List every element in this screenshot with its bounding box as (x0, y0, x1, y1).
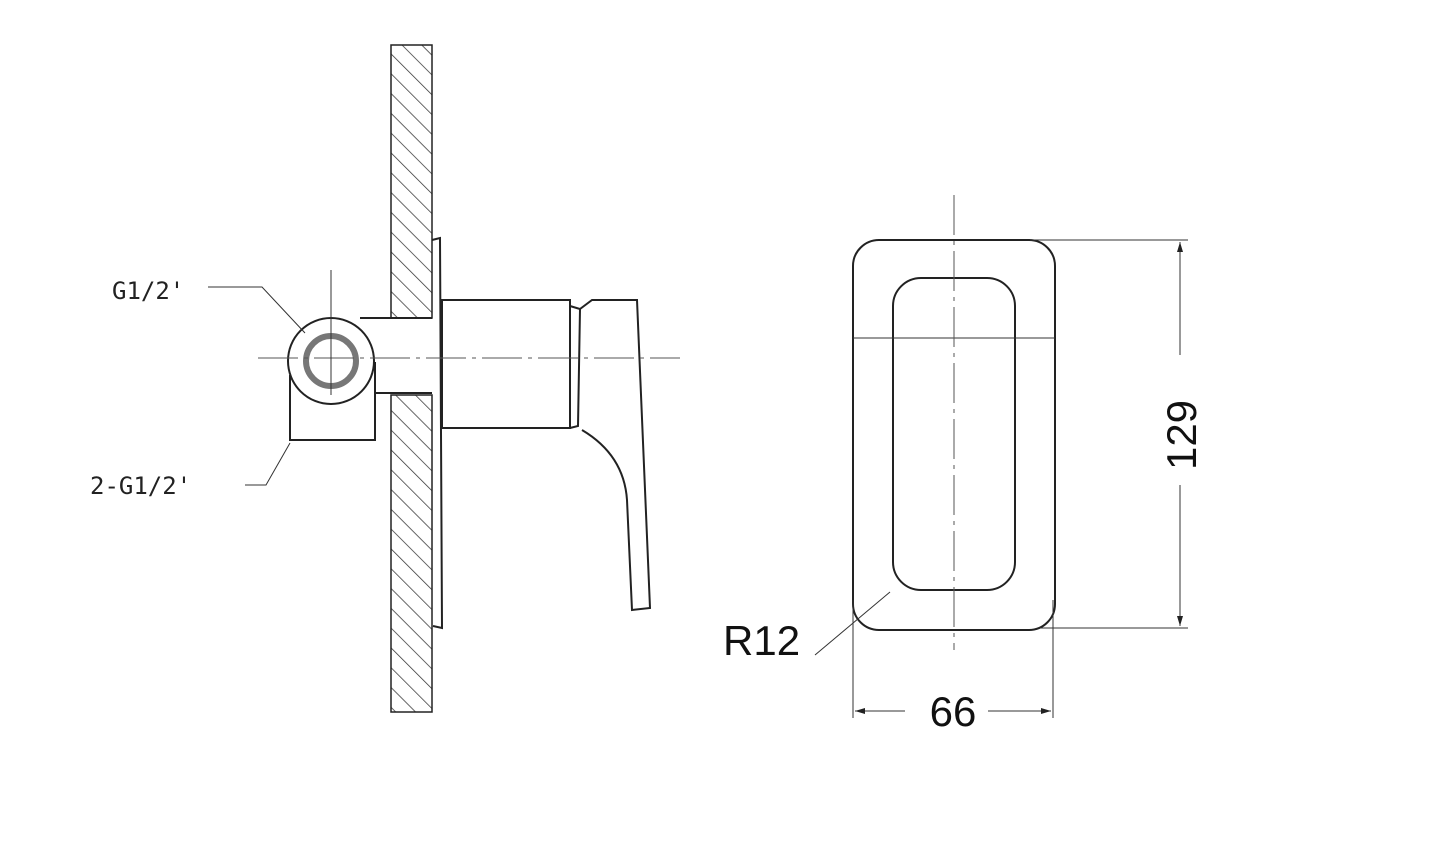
valve-ring (569, 305, 582, 429)
inlet-leader (208, 286, 306, 334)
valve-body (441, 299, 571, 429)
outlets-leader (245, 442, 291, 486)
width-value: 66 (930, 688, 977, 735)
radius-leader (814, 591, 891, 656)
outlets-label: 2-G1/2' (90, 472, 191, 500)
side-view: G1/2' 2-G1/2' (90, 44, 680, 713)
height-value: 129 (1158, 400, 1205, 470)
cover-plate (431, 236, 444, 630)
radius-label: R12 (723, 617, 800, 664)
inlet-label: G1/2' (112, 277, 184, 305)
outer-plate (852, 239, 1056, 631)
wall-section (390, 44, 433, 713)
height-dimension: 129 (1030, 239, 1205, 629)
outlet-block (289, 362, 376, 441)
front-view: 129 66 R12 (723, 195, 1205, 735)
width-dimension: 66 (852, 600, 1054, 735)
lever-handle (579, 299, 652, 612)
inlet-pipe (360, 317, 432, 394)
